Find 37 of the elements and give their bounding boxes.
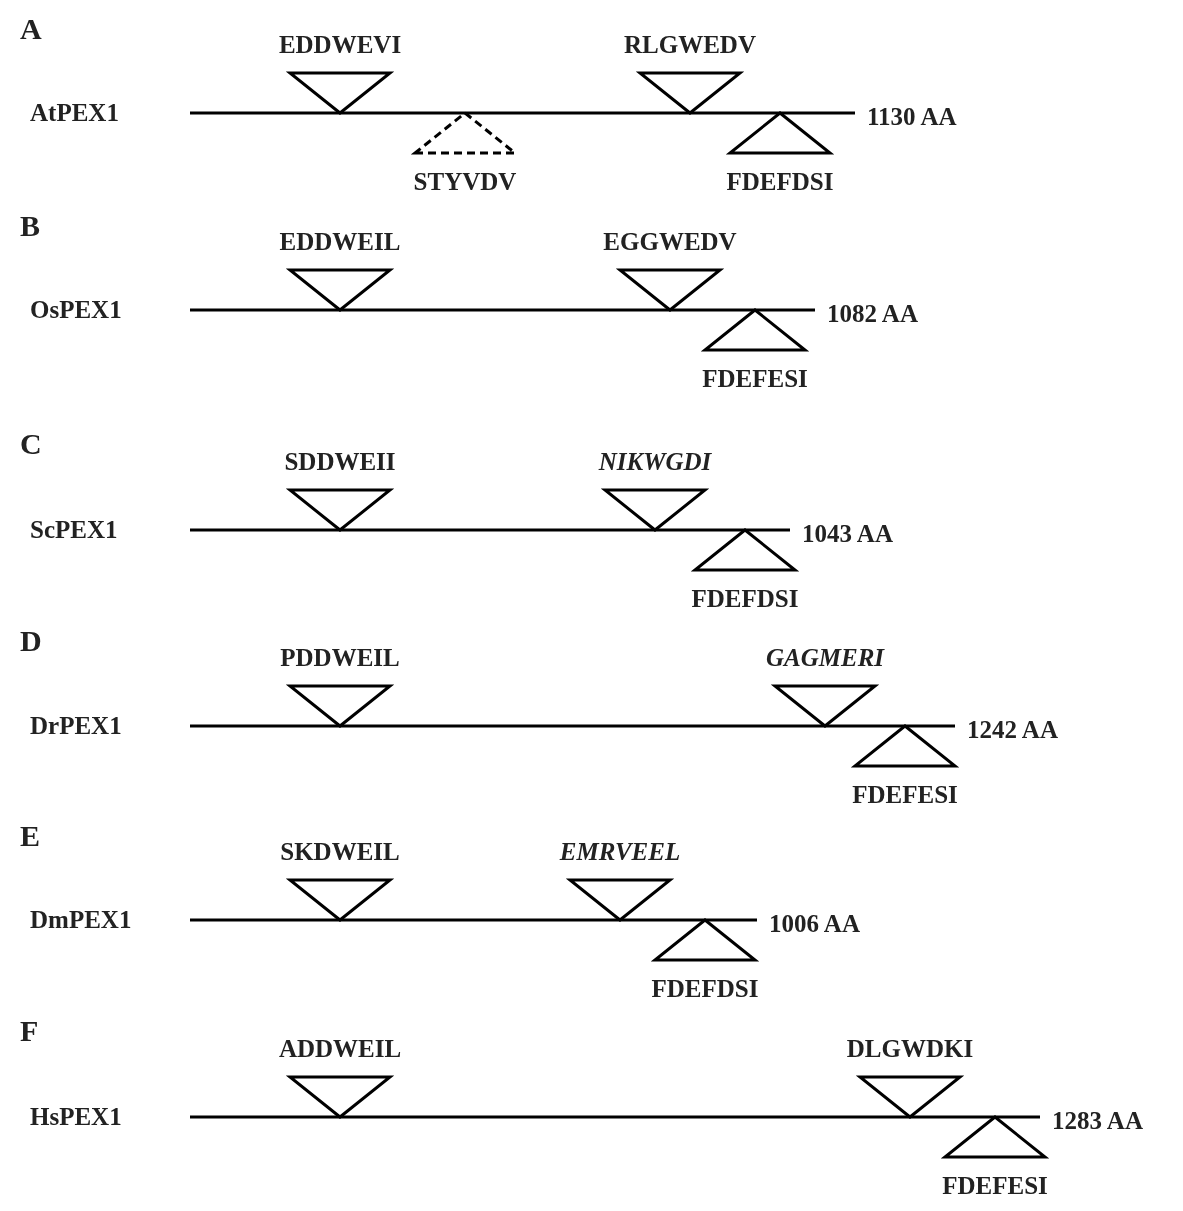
motif-label: EGGWEDV (603, 228, 737, 256)
length-label: 1242 AA (967, 716, 1058, 744)
motif-label: GAGMERI (765, 644, 885, 672)
panel-letter: C (20, 430, 42, 458)
motif-label: PDDWEIL (280, 644, 400, 672)
motif-label: FDEFDSI (726, 168, 834, 196)
length-label: 1130 AA (867, 103, 957, 131)
panel-letter: E (20, 822, 40, 850)
motif-label: EDDWEIL (279, 228, 401, 256)
motif-label: RLGWEDV (624, 31, 756, 59)
length-label: 1283 AA (1052, 1107, 1143, 1135)
motif-label: FDEFDSI (691, 585, 799, 613)
motif-label: FDEFDSI (651, 975, 759, 1003)
motif-label: STYVDV (413, 168, 517, 196)
motif-label: DLGWDKI (846, 1035, 974, 1063)
length-label: 1006 AA (769, 910, 860, 938)
protein-name: OsPEX1 (30, 296, 122, 324)
protein-name: HsPEX1 (30, 1103, 122, 1131)
motif-label: SKDWEIL (280, 838, 400, 866)
motif-label: FDEFESI (942, 1172, 1048, 1200)
length-label: 1082 AA (827, 300, 918, 328)
motif-label: FDEFESI (852, 781, 958, 809)
protein-name: DmPEX1 (30, 906, 132, 934)
protein-name: AtPEX1 (30, 99, 119, 127)
motif-label: NIKWGDI (598, 448, 712, 476)
motif-label: FDEFESI (702, 365, 808, 393)
motif-label: EDDWEVI (278, 31, 402, 59)
protein-name: ScPEX1 (30, 516, 118, 544)
protein-name: DrPEX1 (30, 712, 122, 740)
panel-letter: D (20, 627, 42, 655)
motif-label: SDDWEII (284, 448, 396, 476)
panel-letter: F (20, 1017, 39, 1045)
panel-letter: A (20, 15, 42, 43)
motif-label: ADDWEIL (278, 1035, 402, 1063)
panel-letter: B (20, 212, 40, 240)
motif-label: EMRVEEL (559, 838, 681, 866)
length-label: 1043 AA (802, 520, 893, 548)
